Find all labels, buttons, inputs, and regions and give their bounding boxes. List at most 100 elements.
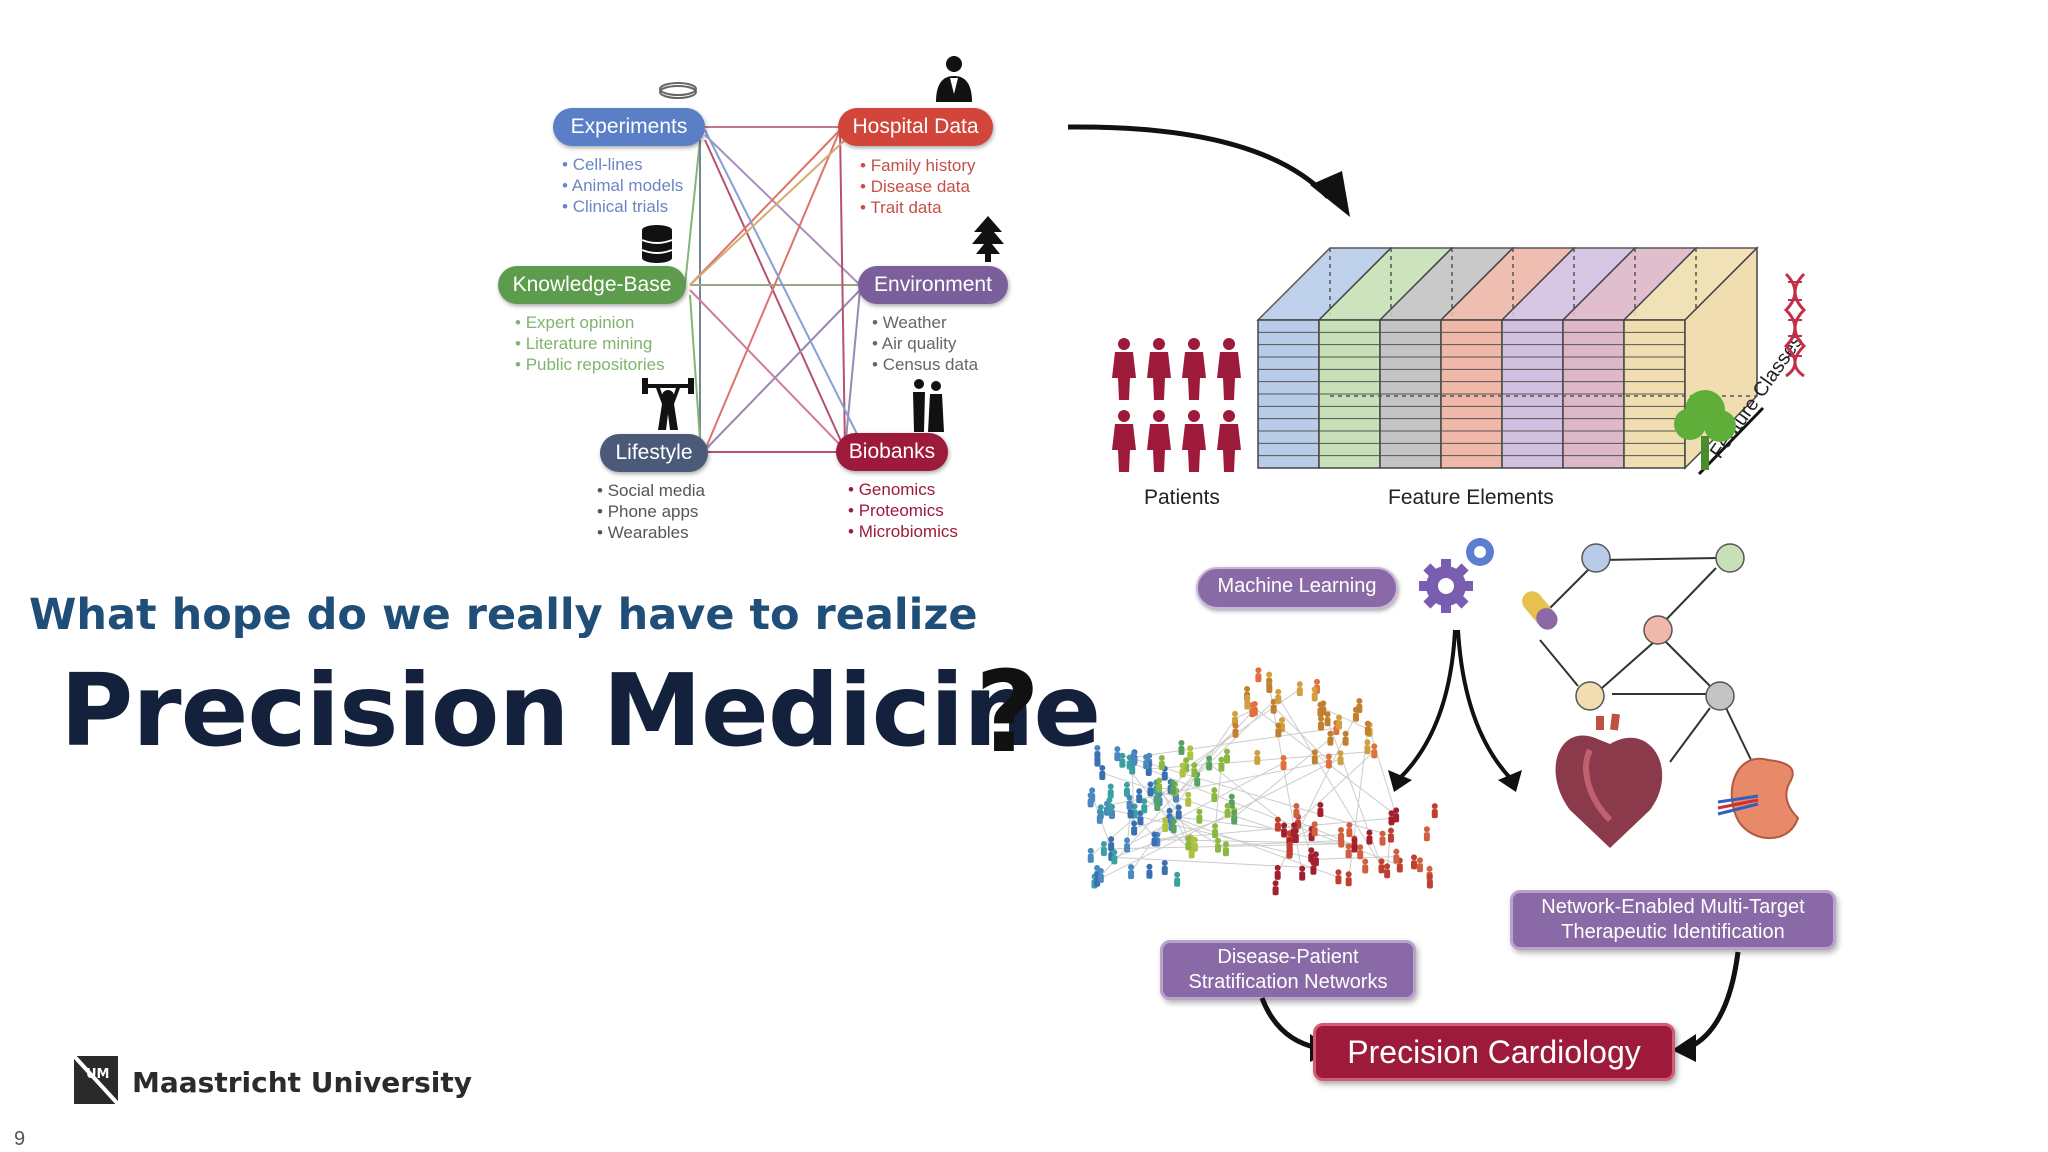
patient-head (1188, 338, 1200, 350)
cluster-patient-body (1161, 866, 1168, 876)
cluster-patient-head (1218, 756, 1225, 763)
cluster-patient-body (1426, 879, 1433, 889)
cluster-patient-head (1108, 836, 1115, 843)
cluster-patient-head (1292, 828, 1299, 835)
cluster-patient-body (1356, 704, 1363, 714)
cluster-patient-body (1275, 728, 1282, 738)
list-item: Expert opinion (515, 312, 665, 333)
cluster-patient-body (1286, 847, 1293, 857)
cluster-patient-body (1178, 746, 1185, 756)
doctor-icon (936, 56, 972, 102)
cluster-patient-head (1338, 832, 1345, 839)
cluster-patient-head (1175, 804, 1182, 811)
cluster-patient-body (1293, 809, 1300, 819)
cluster-patient-head (1291, 822, 1298, 829)
cluster-patient-head (1426, 873, 1433, 880)
cluster-patient-head (1131, 820, 1138, 827)
cluster-patient-head (1126, 794, 1133, 801)
cluster-patient-body (1396, 863, 1403, 873)
cluster-patient-body (1327, 736, 1334, 746)
patient-body (1217, 424, 1241, 472)
cluster-patient-body (1097, 873, 1104, 883)
cluster-patient-head (1266, 671, 1273, 678)
cluster-patient-body (1275, 694, 1282, 704)
cluster-patient-head (1311, 821, 1318, 828)
cluster-patient-head (1185, 835, 1192, 842)
cluster-patient-head (1345, 843, 1352, 850)
cluster-patient-head (1278, 717, 1285, 724)
cluster-patient-body (1099, 771, 1106, 781)
cluster-patient-body (1337, 756, 1344, 766)
feature-classes-arrow (1697, 406, 1765, 476)
cluster-patient-head (1379, 830, 1386, 837)
cluster-patient-head (1087, 847, 1094, 854)
cluster-patient-head (1224, 802, 1231, 809)
question-mark: ? (975, 648, 1040, 778)
cluster-patient-body (1351, 843, 1358, 853)
maastricht-logo-icon: UM (72, 1054, 120, 1106)
lifestyle-list: Social media Phone apps Wearables (597, 480, 705, 543)
cluster-patient-body (1179, 768, 1186, 778)
cluster-patient-head (1342, 730, 1349, 737)
patient-body (1112, 424, 1136, 472)
cluster-patient-head (1141, 798, 1148, 805)
cluster-patient-body (1292, 834, 1299, 844)
cluster-patient-body (1338, 838, 1345, 848)
cluster-patient-body (1320, 706, 1327, 716)
cluster-patient-body (1272, 886, 1279, 896)
gear-tooth (1441, 603, 1451, 613)
cluster-patient-head (1166, 807, 1173, 814)
cluster-patient-body (1423, 832, 1430, 842)
cluster-patient-body (1174, 877, 1181, 887)
cluster-patient-body (1214, 843, 1221, 853)
therapeutic-label-line-2: Therapeutic Identification (1561, 921, 1785, 943)
hospital-data-pill: Hospital Data (838, 108, 993, 146)
cluster-patient-head (1364, 720, 1371, 727)
cluster-patient-body (1175, 810, 1182, 820)
knowledge-base-list: Expert opinion Literature mining Public … (515, 312, 665, 375)
gear-tooth (1441, 559, 1451, 569)
list-item: Weather (872, 312, 978, 333)
cluster-patient-head (1327, 730, 1334, 737)
cluster-patient-head (1107, 783, 1114, 790)
cluster-patient-body (1143, 760, 1150, 770)
patient-body (1147, 352, 1171, 400)
cluster-patient-body (1094, 757, 1101, 767)
cluster-patient-body (1244, 700, 1251, 710)
cluster-patient-body (1146, 869, 1153, 879)
page-number: 9 (14, 1128, 26, 1150)
cluster-patient-body (1388, 816, 1395, 826)
cluster-patient-body (1266, 683, 1273, 693)
gear-tooth (1463, 581, 1473, 591)
cluster-patient-head (1281, 822, 1288, 829)
cluster-patient-body (1308, 853, 1315, 863)
cluster-edge (1214, 794, 1400, 866)
petri-dish-icon (659, 82, 697, 99)
list-item: Proteomics (848, 500, 958, 521)
list-item: Genomics (848, 479, 958, 500)
green-tree-icon (1674, 390, 1736, 470)
cluster-patient-body (1378, 864, 1385, 874)
cluster-patient-body (1231, 815, 1238, 825)
couple-icon (913, 379, 944, 432)
cluster-edge (1277, 696, 1382, 867)
cluster-patient-body (1147, 787, 1154, 797)
cluster-patient-head (1272, 880, 1279, 887)
cluster-patient-body (1123, 787, 1130, 797)
cluster-patient-body (1357, 850, 1364, 860)
cluster-patient-body (1206, 761, 1213, 771)
cluster-patient-head (1362, 858, 1369, 865)
cluster-patient-head (1351, 837, 1358, 844)
cluster-patient-head (1366, 829, 1373, 836)
cluster-patient-body (1317, 808, 1324, 818)
cluster-patient-head (1136, 788, 1143, 795)
cluster-patient-body (1255, 673, 1262, 683)
patient-head (1118, 338, 1130, 350)
cluster-patient-head (1191, 762, 1198, 769)
cluster-patient-head (1179, 762, 1186, 769)
cluster-patient-body (1311, 692, 1318, 702)
tree-icon (972, 216, 1004, 262)
cluster-patient-head (1293, 803, 1300, 810)
cluster-patient-head (1130, 750, 1137, 757)
cluster-patient-head (1111, 849, 1118, 856)
